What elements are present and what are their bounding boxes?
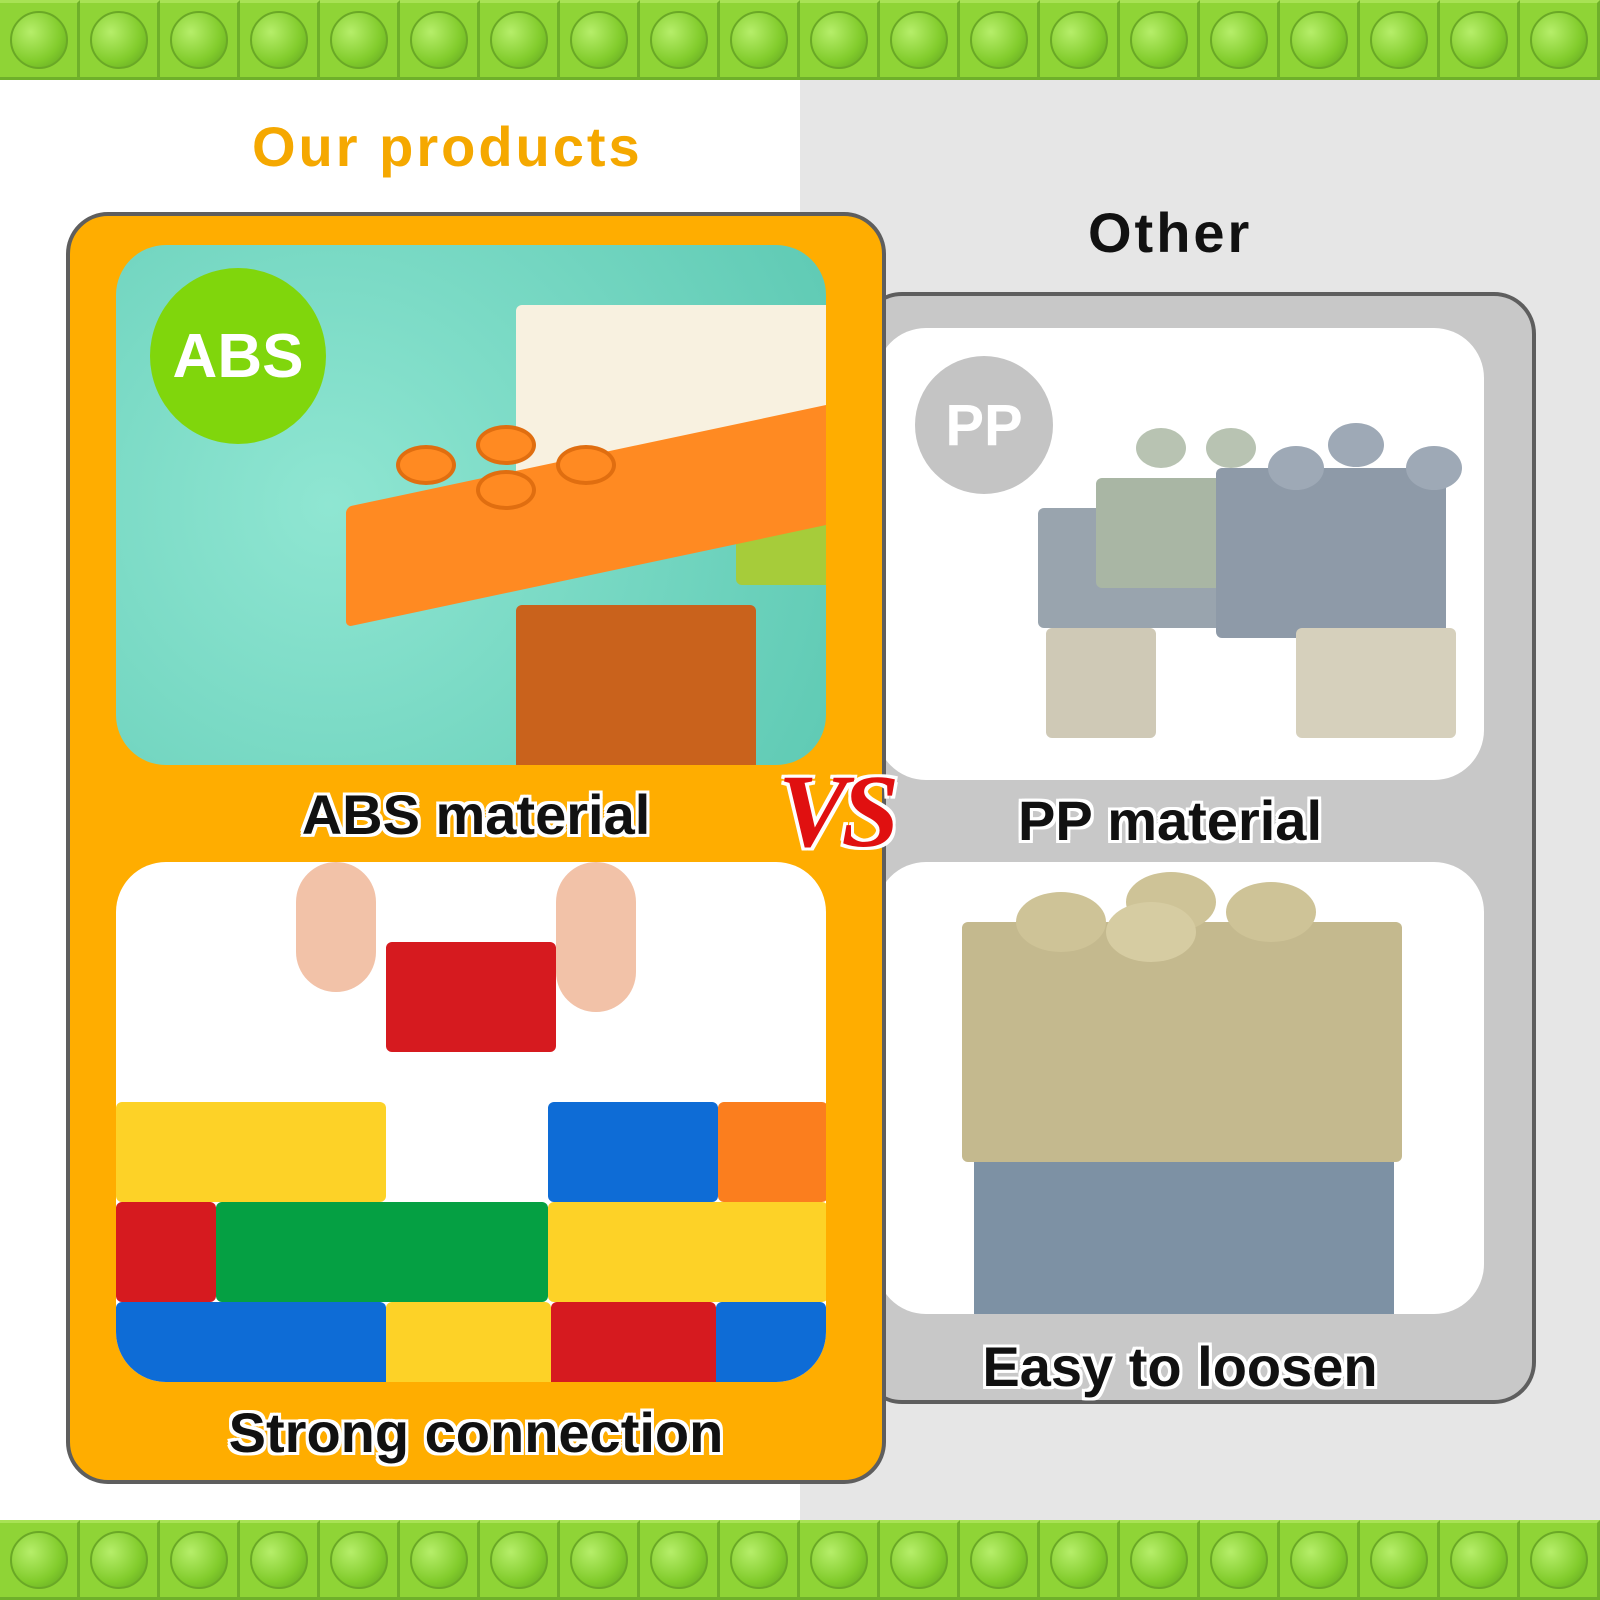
stud-icon bbox=[800, 1520, 880, 1600]
stud-icon bbox=[240, 0, 320, 80]
stud-icon bbox=[1200, 1520, 1280, 1600]
pp-bricks-image bbox=[876, 328, 1484, 780]
abs-badge: ABS bbox=[150, 268, 326, 444]
stud-icon bbox=[320, 1520, 400, 1600]
top-stud-border bbox=[0, 0, 1600, 80]
stud-icon bbox=[80, 1520, 160, 1600]
loose-bricks-image bbox=[876, 862, 1484, 1314]
stud-icon bbox=[1120, 0, 1200, 80]
stud-icon bbox=[80, 0, 160, 80]
stud-icon bbox=[400, 1520, 480, 1600]
stud-icon bbox=[0, 0, 80, 80]
strong-connection-label: Strong connection bbox=[228, 1401, 724, 1464]
stud-icon bbox=[880, 0, 960, 80]
stud-icon bbox=[320, 0, 400, 80]
abs-material-label: ABS material bbox=[301, 783, 651, 846]
stud-icon bbox=[960, 0, 1040, 80]
stud-icon bbox=[720, 1520, 800, 1600]
stud-icon bbox=[880, 1520, 960, 1600]
stud-icon bbox=[960, 1520, 1040, 1600]
stud-icon bbox=[1040, 1520, 1120, 1600]
stud-icon bbox=[1520, 1520, 1600, 1600]
stud-icon bbox=[480, 1520, 560, 1600]
easy-to-loosen-label: Easy to loosen bbox=[982, 1335, 1378, 1398]
stud-icon bbox=[1520, 0, 1600, 80]
stud-icon bbox=[1360, 1520, 1440, 1600]
our-products-heading: Our products bbox=[252, 115, 643, 178]
stud-icon bbox=[1280, 0, 1360, 80]
other-heading: Other bbox=[1088, 201, 1253, 264]
stud-icon bbox=[1040, 0, 1120, 80]
pp-badge: PP bbox=[915, 356, 1053, 494]
stud-icon bbox=[240, 1520, 320, 1600]
stud-icon bbox=[400, 0, 480, 80]
connected-bricks-image bbox=[116, 862, 826, 1382]
stud-icon bbox=[560, 1520, 640, 1600]
stud-icon bbox=[160, 0, 240, 80]
stud-icon bbox=[720, 0, 800, 80]
stud-icon bbox=[1200, 0, 1280, 80]
stud-icon bbox=[1280, 1520, 1360, 1600]
stud-icon bbox=[1440, 1520, 1520, 1600]
stud-icon bbox=[480, 0, 560, 80]
stud-icon bbox=[160, 1520, 240, 1600]
stud-icon bbox=[0, 1520, 80, 1600]
stud-icon bbox=[640, 0, 720, 80]
stud-icon bbox=[1360, 0, 1440, 80]
stud-icon bbox=[1120, 1520, 1200, 1600]
pp-material-label: PP material bbox=[1017, 789, 1323, 852]
bottom-stud-border bbox=[0, 1520, 1600, 1600]
stud-icon bbox=[1440, 0, 1520, 80]
stud-icon bbox=[640, 1520, 720, 1600]
vs-text: VS bbox=[778, 754, 899, 869]
stud-icon bbox=[800, 0, 880, 80]
stud-icon bbox=[560, 0, 640, 80]
